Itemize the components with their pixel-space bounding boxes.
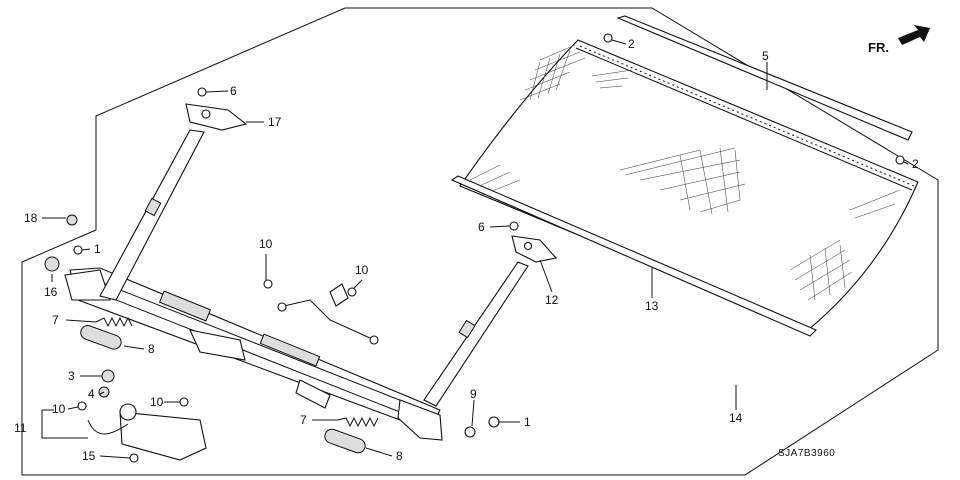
callout-6: 6 [478, 220, 485, 234]
callout-10: 10 [259, 237, 273, 251]
callout-6: 6 [230, 84, 237, 98]
drawing-code: SJA7B3960 [778, 448, 835, 459]
cable-harness [283, 299, 371, 339]
callout-13: 13 [645, 299, 659, 313]
spring-left [95, 316, 133, 328]
callout-8: 8 [396, 449, 403, 463]
sunroof-frame [64, 267, 443, 441]
front-direction-arrow-icon [898, 25, 930, 45]
sunshade-top-rail [616, 15, 913, 141]
callout-14: 14 [729, 411, 743, 425]
diagram-border [21, 7, 939, 476]
left-lift-strut [99, 129, 205, 301]
callout-15: 15 [82, 449, 96, 463]
callout-2: 2 [628, 37, 635, 51]
sunshade-bottom-bar [450, 175, 817, 337]
callout-7: 7 [52, 313, 59, 327]
callout-7: 7 [300, 413, 307, 427]
sunroof-motor [119, 411, 207, 461]
sunshade-screen [459, 15, 919, 331]
callout-10: 10 [355, 263, 369, 277]
callout-labels: 18 1 16 6 17 10 10 7 8 3 4 10 10 11 15 2… [14, 37, 919, 463]
direction-label: FR. [868, 40, 889, 55]
bracket-left [185, 103, 248, 131]
callout-5: 5 [762, 49, 769, 63]
fasteners [44, 33, 905, 463]
callout-1: 1 [524, 415, 531, 429]
callout-16: 16 [44, 285, 58, 299]
leader-lines [41, 39, 909, 459]
spring-right [337, 416, 379, 428]
callout-3: 3 [68, 369, 75, 383]
cushion-right [324, 428, 366, 454]
callout-4: 4 [88, 387, 95, 401]
callout-10: 10 [150, 395, 164, 409]
bracket-right [511, 235, 558, 263]
callout-2: 2 [912, 157, 919, 171]
cushion-left [80, 325, 122, 350]
callout-17: 17 [268, 115, 282, 129]
right-lift-strut [423, 261, 529, 407]
callout-12: 12 [545, 293, 559, 307]
callout-8: 8 [148, 342, 155, 356]
callout-1: 1 [94, 242, 101, 256]
callout-9: 9 [470, 387, 477, 401]
callout-10: 10 [52, 402, 66, 416]
callout-11: 11 [14, 421, 27, 435]
callout-18: 18 [24, 211, 38, 225]
